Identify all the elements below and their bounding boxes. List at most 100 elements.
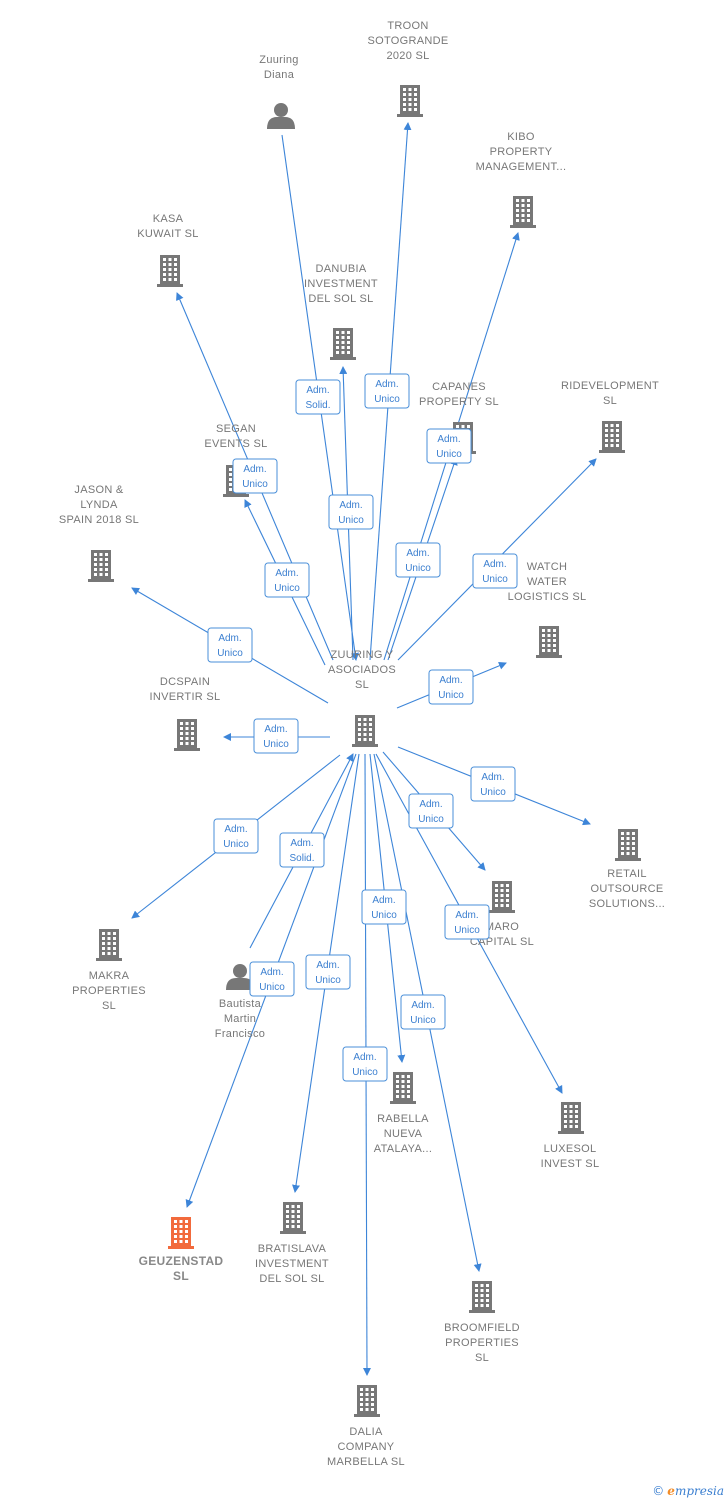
edge-role-badge[interactable]: Adm.Unico [470, 766, 516, 802]
edge-role-badge[interactable]: Adm.Unico [264, 562, 310, 598]
copyright-symbol: © [652, 1484, 665, 1498]
building-icon [599, 421, 625, 453]
edge-role-text: Adm. [224, 824, 247, 835]
node-label: KASA [153, 213, 184, 225]
edge-role-badge[interactable]: Adm. Unico [361, 889, 407, 925]
node-label: Diana [264, 69, 295, 81]
building-icon [469, 1281, 495, 1313]
node-luxesol[interactable]: LUXESOL INVEST SL [541, 1102, 600, 1170]
edge-role-badge[interactable]: Adm.Solid. [279, 832, 325, 868]
node-label: MAKRA [89, 970, 130, 982]
edge-role-badge[interactable]: Adm.Unico [426, 428, 472, 464]
node-label: DALIA [349, 1426, 383, 1438]
edge-role-badge[interactable]: Adm.Unico [342, 1046, 388, 1082]
node-label: SL [173, 1269, 189, 1283]
node-label: INVEST SL [541, 1158, 600, 1170]
edge-role-text: Adm. [243, 464, 266, 475]
edge-role-text: Adm. [264, 724, 287, 735]
node-label: WATER [527, 576, 567, 588]
node-label: INVESTMENT [304, 278, 378, 290]
edge-role-text: Adm. [275, 568, 298, 579]
node-label: ASOCIADOS [328, 664, 396, 676]
edge-role-badge[interactable]: Adm. Unico [408, 793, 454, 829]
edge-role-badge[interactable]: Adm.Unico [400, 994, 446, 1030]
node-label: RIDEVELOPMENT [561, 380, 659, 392]
edge-role-badge[interactable]: Adm.Unico [213, 818, 259, 854]
edge-role-text: Unico [418, 814, 444, 825]
building-icon [615, 829, 641, 861]
edge-role-badge[interactable]: Adm. Unico [364, 373, 410, 409]
building-icon [489, 881, 515, 913]
edge-role-badge[interactable]: Adm. Unico [428, 669, 474, 705]
edge-role-badge[interactable]: Adm.Unico [395, 542, 441, 578]
edge-role-badge[interactable]: Adm.Unico [444, 904, 490, 940]
node-label: COMPANY [338, 1441, 395, 1453]
edge-role-text: Adm. [375, 379, 398, 390]
edge-role-text: Unico [242, 479, 268, 490]
edge-role-text: Adm. [483, 559, 506, 570]
edge-role-badge[interactable]: Adm.Unico [253, 718, 299, 754]
edge-role-text: Unico [259, 982, 285, 993]
node-label: SOTOGRANDE [367, 35, 448, 47]
node-label: SEGAN [216, 423, 256, 435]
node-label: LUXESOL [544, 1143, 597, 1155]
edge-role-text: Adm. [419, 799, 442, 810]
building-icon [354, 1385, 380, 1417]
edge-role-text: Solid. [289, 853, 314, 864]
building-icon [558, 1102, 584, 1134]
node-label: DCSPAIN [160, 676, 210, 688]
edge-role-badge[interactable]: Adm.Unico [328, 494, 374, 530]
node-kibo[interactable]: KIBOPROPERTYMANAGEMENT... [476, 131, 567, 228]
edge-role-text: Adm. [455, 910, 478, 921]
node-retail[interactable]: RETAILOUTSOURCESOLUTIONS... [589, 829, 665, 910]
node-label: SL [475, 1352, 489, 1364]
node-label: BROOMFIELD [444, 1322, 520, 1334]
edge-role-badge[interactable]: Adm. Unico [232, 458, 278, 494]
edge-role-text: Adm. [372, 895, 395, 906]
edge-role-text: Adm. [306, 385, 329, 396]
building-icon [330, 328, 356, 360]
edge-role-text: Unico [438, 690, 464, 701]
edge-role-badge[interactable]: Adm. Unico [249, 961, 295, 997]
node-label: SPAIN 2018 SL [59, 514, 139, 526]
node-label: RABELLA [377, 1113, 429, 1125]
node-label: LYNDA [80, 499, 118, 511]
building-icon [280, 1202, 306, 1234]
brand-name: mpresia [674, 1484, 724, 1498]
node-kasa[interactable]: KASA KUWAIT SL [137, 213, 198, 287]
edge-role-text: Adm. [260, 967, 283, 978]
node-label: KUWAIT SL [137, 228, 198, 240]
edge-role-text: Unico [482, 574, 508, 585]
edge-role-badge[interactable]: Adm.Unico [305, 954, 351, 990]
node-label: BRATISLAVA [258, 1243, 327, 1255]
node-label: MARO [485, 921, 519, 933]
edge-role-badge[interactable]: Adm.Unico [207, 627, 253, 663]
edge-role-text: Unico [352, 1067, 378, 1078]
edge-role-badge[interactable]: Adm. Unico [472, 553, 518, 589]
node-label: ZUURING Y [330, 649, 393, 661]
edge-role-text: Adm. [439, 675, 462, 686]
edge-role-badge[interactable]: Adm.Solid. [295, 379, 341, 415]
building-icon [96, 929, 122, 961]
edge-role-text: Unico [374, 394, 400, 405]
edge-role-text: Adm. [406, 548, 429, 559]
node-label: TROON [387, 20, 428, 32]
edge-role-text: Unico [371, 910, 397, 921]
node-rabella[interactable]: RABELLANUEVAATALAYA... [374, 1072, 432, 1155]
building-icon [174, 719, 200, 751]
